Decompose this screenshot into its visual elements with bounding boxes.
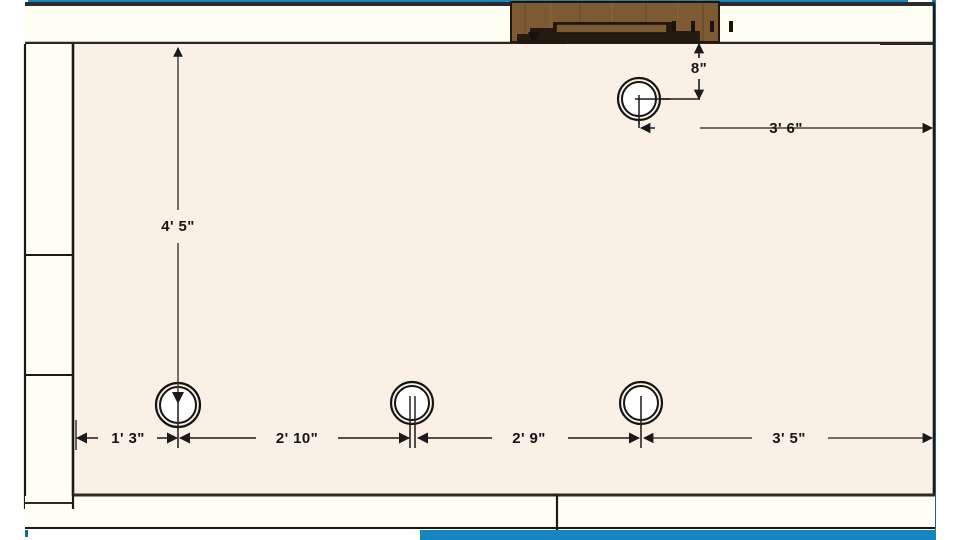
dimension-3ft6in-label: 3' 6": [769, 120, 803, 137]
cabinet-knob: [710, 21, 714, 32]
cabinet-faucet-icon: [528, 32, 540, 40]
dimension-4ft5in-label: 4' 5": [161, 218, 195, 235]
cabinet-sink-basin: [555, 23, 668, 34]
dimension-8in-label: 8": [691, 60, 707, 77]
dimension-1ft3in-label: 1' 3": [111, 430, 145, 447]
cabinet-knob: [729, 21, 733, 32]
fixture-floor-outlet-4[interactable]: [616, 76, 670, 124]
fixture-floor-outlet-2[interactable]: [389, 380, 435, 426]
cabinet-knob: [691, 21, 695, 32]
dimension-1ft3in: 1' 3": [75, 430, 179, 447]
fixture-floor-outlet-1[interactable]: [154, 381, 202, 429]
cabinet-knob: [672, 21, 676, 32]
wall-top: [25, 4, 935, 44]
dimension-4ft5in: 4' 5": [161, 47, 195, 393]
fixture-inner-ring: [394, 385, 430, 421]
accent-edge-bottom: [420, 528, 935, 540]
wall-top-outer-edge: [25, 2, 935, 6]
wall-bottom: [25, 496, 935, 530]
dimension-2ft9in: 2' 9": [416, 430, 641, 447]
wall-left: [25, 44, 73, 509]
cabinet-knob-group: [672, 21, 733, 32]
cabinet-base-shadow: [518, 40, 566, 46]
dimension-2ft10in-label: 2' 10": [276, 430, 318, 447]
fixture-floor-outlet-3[interactable]: [618, 380, 664, 426]
floor-area: [73, 44, 935, 496]
fixture-1-arrowhead: [172, 392, 184, 404]
dimension-3ft5in-label: 3' 5": [772, 430, 806, 447]
dimension-2ft9in-label: 2' 9": [512, 430, 546, 447]
dimension-3ft5in: 3' 5": [642, 430, 934, 447]
dimension-2ft10in: 2' 10": [178, 430, 411, 447]
